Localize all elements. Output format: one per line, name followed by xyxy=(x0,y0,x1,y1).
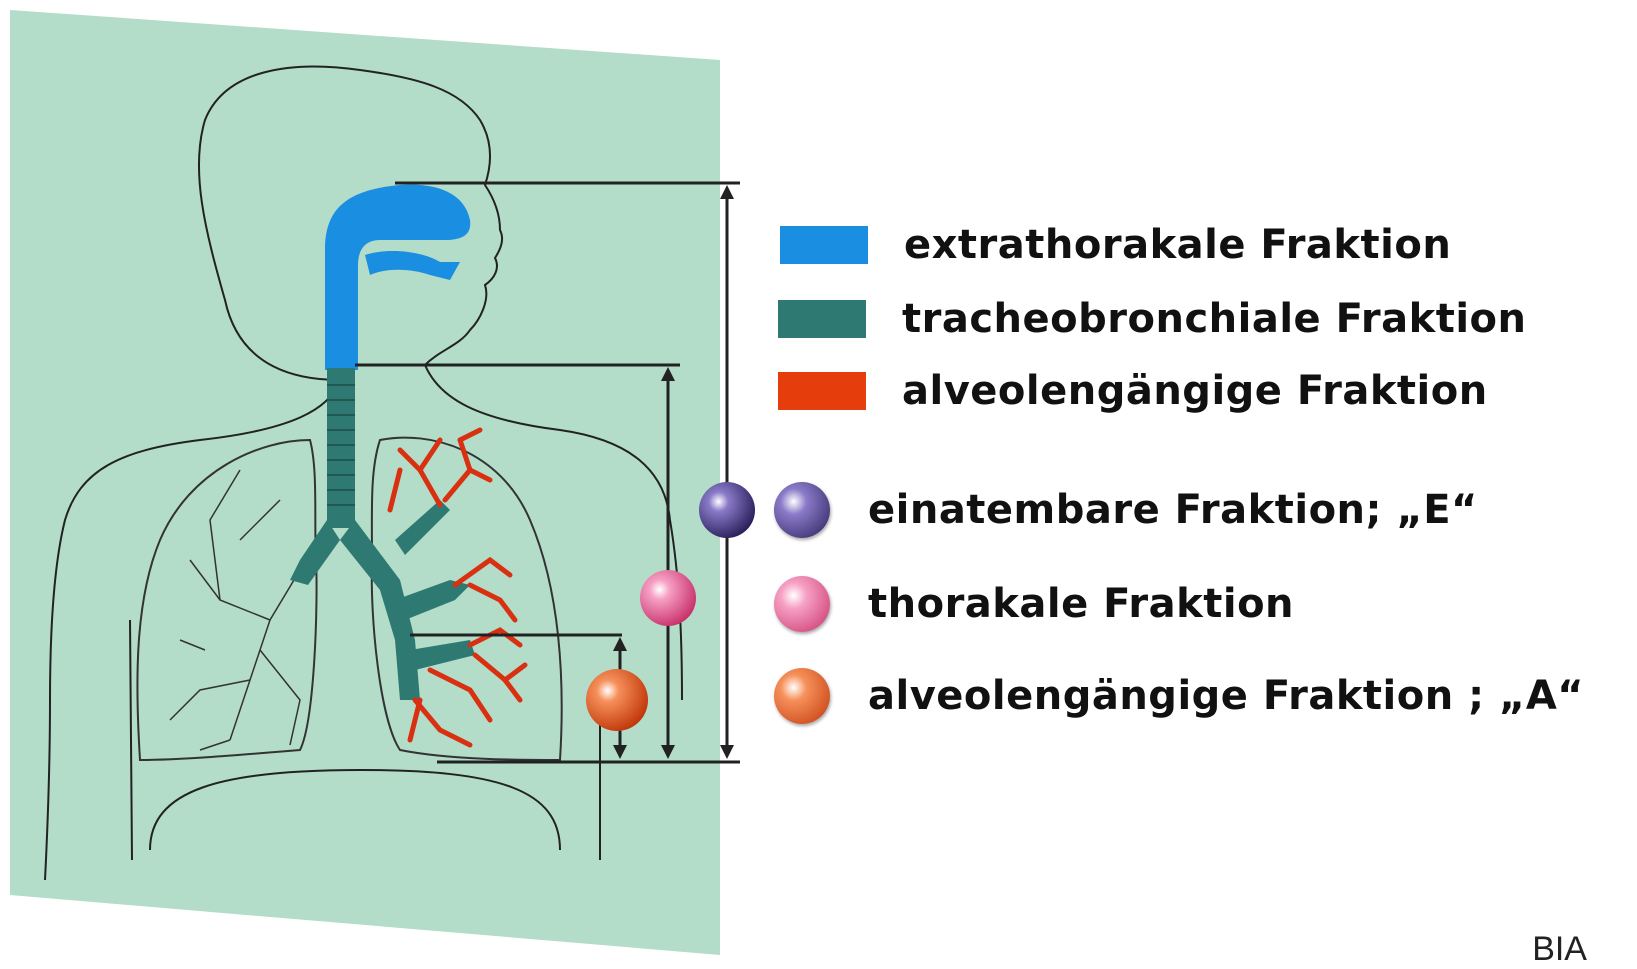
red-swatch xyxy=(778,372,866,410)
inhalable-fraction-sphere xyxy=(699,482,755,538)
legend-label: einatembare Fraktion; „E“ xyxy=(868,487,1478,533)
legend-thoracic: thorakale Fraktion xyxy=(774,576,1294,632)
corner-logo-text: BIA xyxy=(1532,930,1587,969)
legend-inhalable: einatembare Fraktion; „E“ xyxy=(774,482,1478,538)
thoracic-fraction-sphere xyxy=(640,570,696,626)
blue-swatch xyxy=(780,226,868,264)
legend-label: extrathorakale Fraktion xyxy=(904,222,1451,268)
background-panel xyxy=(10,10,720,955)
teal-swatch xyxy=(778,300,866,338)
legend-label: thorakale Fraktion xyxy=(868,581,1294,627)
legend-respirable: alveolengängige Fraktion ; „A“ xyxy=(774,668,1584,724)
legend-alveolar: alveolengängige Fraktion xyxy=(778,368,1488,414)
respirable-fraction-sphere xyxy=(586,669,648,731)
legend-label: alveolengängige Fraktion ; „A“ xyxy=(868,673,1584,719)
legend-label: tracheobronchiale Fraktion xyxy=(902,296,1526,342)
legend-extrathoracic: extrathorakale Fraktion xyxy=(780,222,1451,268)
orange-sphere-icon xyxy=(774,668,830,724)
legend-label: alveolengängige Fraktion xyxy=(902,368,1488,414)
purple-sphere-icon xyxy=(774,482,830,538)
pink-sphere-icon xyxy=(774,576,830,632)
legend-tracheobronchial: tracheobronchiale Fraktion xyxy=(778,296,1526,342)
